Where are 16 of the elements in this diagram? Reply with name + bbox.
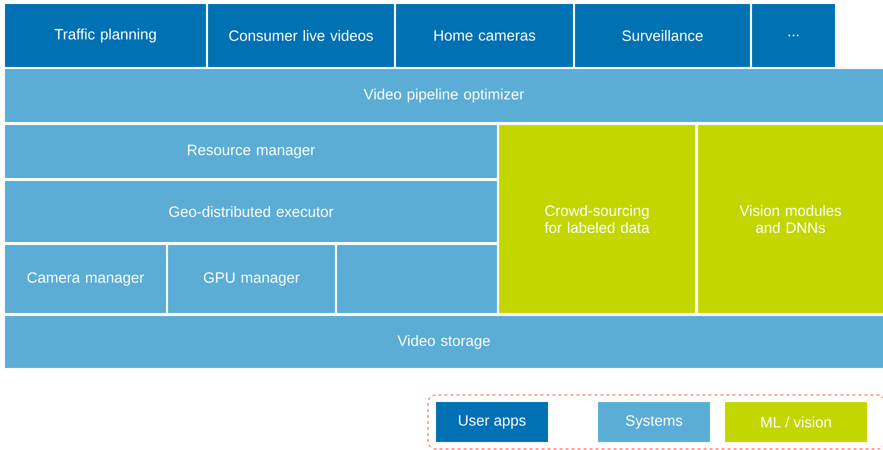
system-box: Video storage — [5, 316, 883, 368]
app-box: Traffic planning — [5, 4, 206, 67]
legend-label: Systems — [626, 415, 682, 429]
app-box: ... — [752, 4, 835, 67]
system-box: Resource manager — [5, 125, 497, 178]
legend-label: ML / vision — [761, 416, 831, 428]
app-box: Surveillance — [575, 4, 750, 67]
legend-label: User apps — [458, 415, 526, 429]
system-box: Camera manager — [5, 245, 166, 313]
system-box: Video pipeline optimizer — [5, 69, 883, 122]
app-box: Consumer live videos — [208, 4, 394, 67]
system-box: GPU manager — [168, 245, 335, 313]
ml-box: Vision modules and DNNs — [698, 125, 883, 313]
system-box: Geo-distributed executor — [5, 181, 497, 242]
app-box: Home cameras — [396, 4, 573, 67]
ml-box: Crowd-sourcing for labeled data — [499, 125, 695, 313]
